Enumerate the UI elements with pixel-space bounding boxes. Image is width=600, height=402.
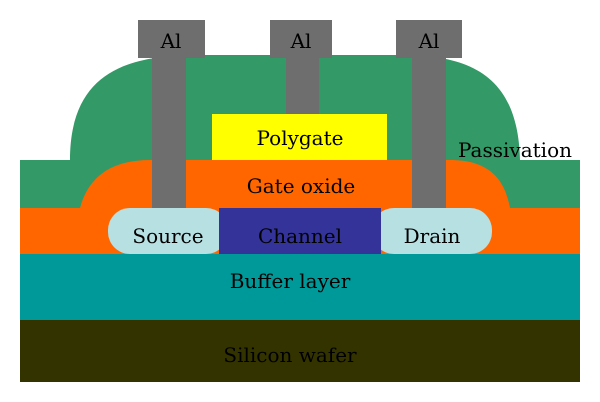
drain-label: Drain [404, 224, 461, 248]
contact-left-label: Al [160, 29, 182, 53]
al-contact-left-cap [138, 20, 205, 58]
buffer-layer [20, 254, 580, 320]
source-region [108, 208, 228, 254]
al-contact-right-stem [412, 58, 446, 208]
channel-label: Channel [258, 224, 342, 248]
contact-right-label: Al [418, 29, 440, 53]
passivation-label: Passivation [458, 138, 572, 162]
channel-region [219, 208, 381, 254]
silicon-wafer-label: Silicon wafer [223, 343, 357, 367]
silicon-wafer-layer [20, 320, 580, 382]
polygate-label: Polygate [257, 126, 344, 150]
al-contact-right-cap [396, 20, 462, 58]
polygate [212, 114, 387, 160]
al-contact-center-cap [270, 20, 332, 58]
drain-region [372, 208, 492, 254]
gate-oxide-label: Gate oxide [247, 174, 356, 198]
al-contact-left-stem [152, 58, 186, 208]
al-contact-center-stem [286, 58, 319, 114]
buffer-layer-label: Buffer layer [230, 269, 351, 293]
contact-center-label: Al [290, 29, 312, 53]
source-label: Source [132, 224, 203, 248]
